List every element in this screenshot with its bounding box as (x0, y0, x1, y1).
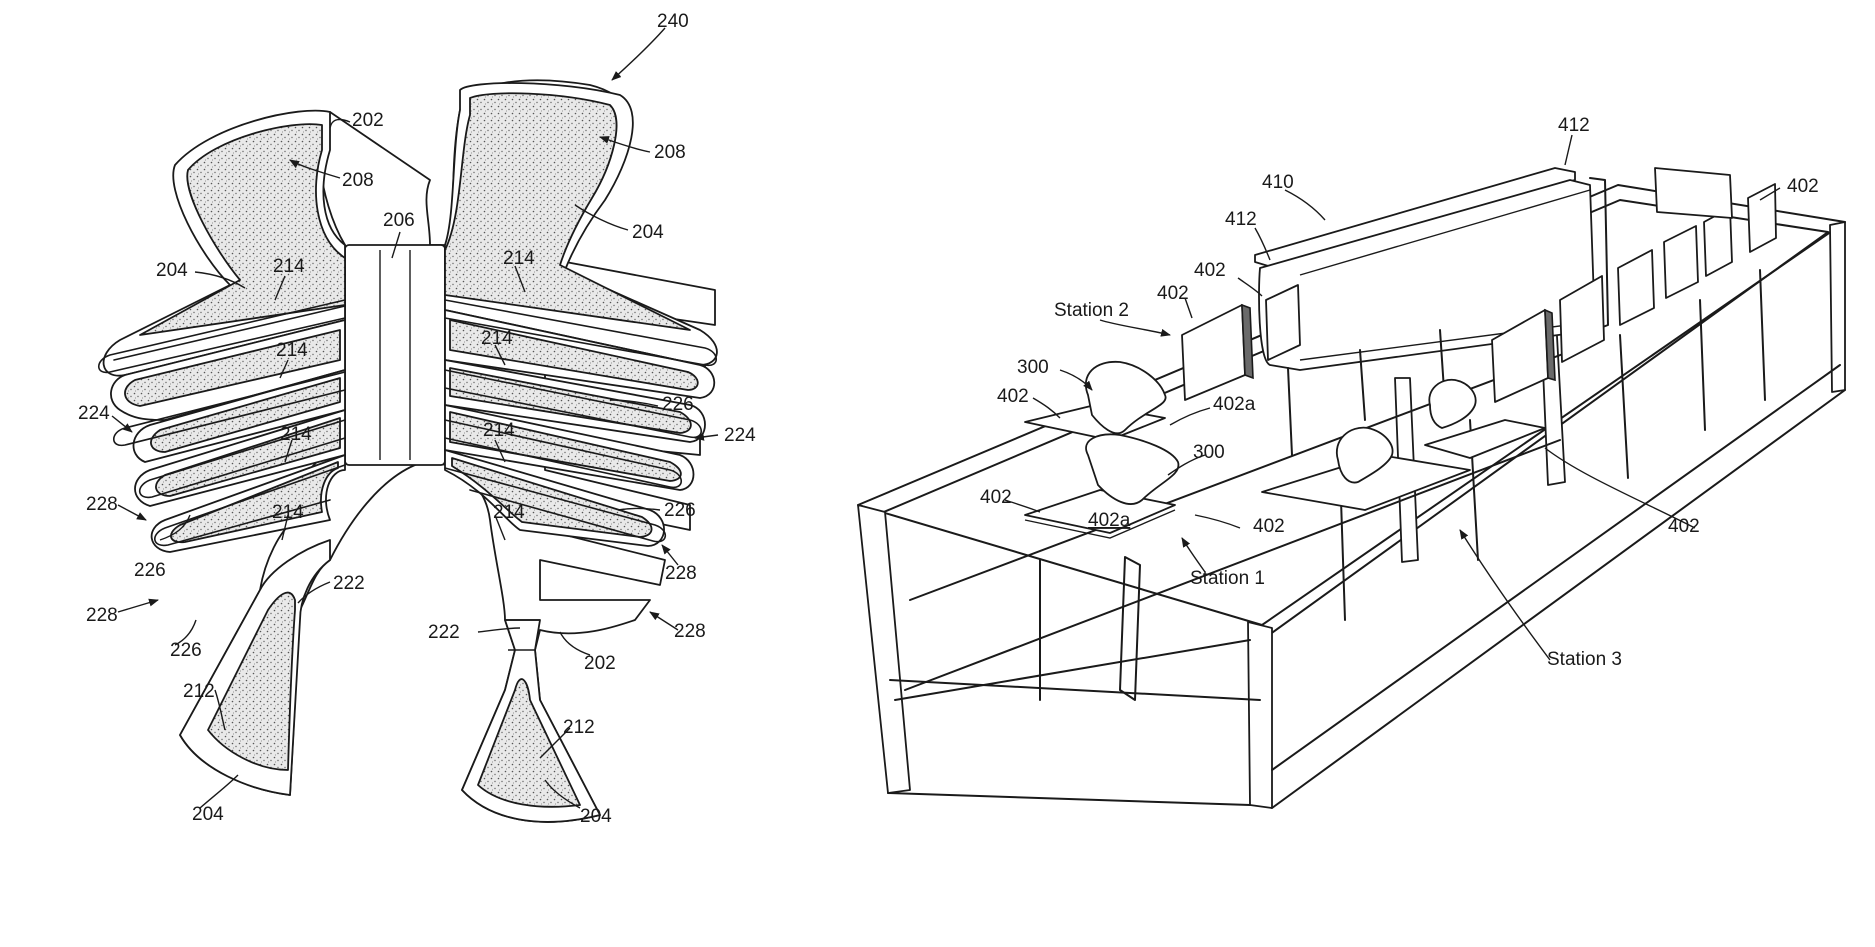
table-leg-front-center (1248, 622, 1272, 808)
label-222: 222 (333, 573, 365, 594)
label-208: 208 (342, 170, 374, 191)
label-226: 226 (134, 560, 166, 581)
label-214: 214 (481, 328, 513, 349)
label-214: 214 (280, 424, 312, 445)
label-228: 228 (674, 621, 706, 642)
label-300: 300 (1193, 442, 1225, 463)
monitor (1748, 184, 1776, 252)
label-station-3: Station 3 (1547, 649, 1622, 670)
label-228: 228 (86, 605, 118, 626)
table-leg-front-left (858, 505, 910, 793)
monitor (1655, 168, 1732, 218)
label-204: 204 (192, 804, 224, 825)
label-402: 402 (980, 487, 1012, 508)
label-214: 214 (483, 420, 515, 441)
label-402a: 402a (1213, 394, 1256, 415)
label-214: 214 (273, 256, 305, 277)
label-402: 402 (1668, 516, 1700, 537)
label-402: 402 (1253, 516, 1285, 537)
label-204: 204 (632, 222, 664, 243)
cooling-pad-figure (99, 80, 717, 822)
label-412: 412 (1558, 115, 1590, 136)
label-240: 240 (657, 11, 689, 32)
label-214: 214 (276, 340, 308, 361)
label-402a: 402a (1088, 510, 1131, 531)
monitor (1182, 305, 1245, 400)
central-spine (345, 245, 445, 465)
label-214: 214 (493, 502, 525, 523)
label-402: 402 (997, 386, 1029, 407)
label-212: 212 (183, 681, 215, 702)
label-204: 204 (580, 806, 612, 827)
label-222: 222 (428, 622, 460, 643)
monitor (1618, 250, 1654, 325)
label-228: 228 (86, 494, 118, 515)
label-212: 212 (563, 717, 595, 738)
label-214: 214 (272, 502, 304, 523)
label-224: 224 (78, 403, 110, 424)
label-226: 226 (662, 394, 694, 415)
label-station-2: Station 2 (1054, 300, 1129, 321)
label-208: 208 (654, 142, 686, 163)
label-402: 402 (1194, 260, 1226, 281)
label-station-1: Station 1 (1190, 568, 1265, 589)
monitor (1664, 226, 1698, 298)
chair (1429, 380, 1475, 428)
label-300: 300 (1017, 357, 1049, 378)
label-202: 202 (584, 653, 616, 674)
label-410: 410 (1262, 172, 1294, 193)
label-228: 228 (665, 563, 697, 584)
label-202: 202 (352, 110, 384, 131)
label-226: 226 (664, 500, 696, 521)
label-226: 226 (170, 640, 202, 661)
label-224: 224 (724, 425, 756, 446)
label-412: 412 (1225, 209, 1257, 230)
label-402: 402 (1787, 176, 1819, 197)
label-214: 214 (503, 248, 535, 269)
label-204: 204 (156, 260, 188, 281)
label-402: 402 (1157, 283, 1189, 304)
label-206: 206 (383, 210, 415, 231)
